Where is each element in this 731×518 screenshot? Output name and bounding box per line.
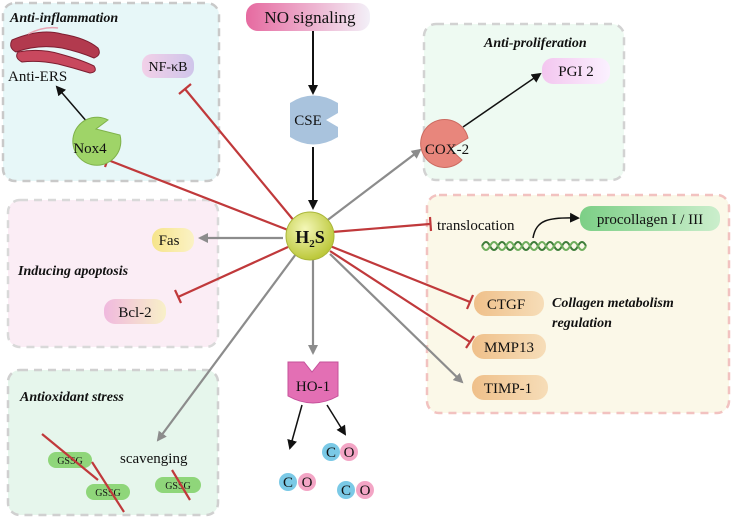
cox2-label: COX-2: [425, 142, 469, 158]
co-c-label: C: [283, 475, 293, 491]
co-o-label: O: [360, 483, 371, 499]
co-molecule-left: C O: [279, 473, 316, 491]
pgi2-label: PGI 2: [558, 64, 593, 80]
node-timp1: TIMP-1: [472, 375, 548, 400]
region-title-collagen-line2: regulation: [552, 316, 612, 331]
co-c-label: C: [326, 445, 336, 461]
procollagen-label: procollagen I / III: [597, 212, 703, 228]
arrow-nox4-to-anti-ers: [55, 85, 89, 124]
ho1-label: HO-1: [296, 379, 330, 395]
node-ho1: HO-1: [287, 361, 339, 404]
cse-label: CSE: [294, 113, 322, 129]
arrow-h2s-to-scavenging: [156, 253, 297, 442]
node-nfkb: NF-κB: [142, 54, 194, 78]
h2s-main: H: [295, 227, 309, 247]
region-title-collagen-line1: Collagen metabolism: [552, 296, 674, 311]
collagen-helix-icon: [481, 241, 587, 251]
node-mmp13: MMP13: [472, 334, 546, 359]
inhibit-h2s-mmp13: [329, 250, 471, 343]
arrow-collagen-to-procollagen: [532, 212, 580, 239]
node-no-signaling: NO signaling: [246, 3, 370, 31]
mmp13-label: MMP13: [484, 340, 534, 356]
region-title-anti-proliferation: Anti-proliferation: [483, 36, 587, 51]
node-h2s: H2S: [285, 211, 335, 261]
h2s-sub: 2: [309, 238, 315, 250]
node-cse: CSE: [290, 95, 338, 145]
gssg-label: GSSG: [95, 488, 121, 499]
arrow-h2s-to-timp1: [329, 253, 464, 384]
anti-ers-label: Anti-ERS: [8, 69, 67, 85]
scavenging-label: scavenging: [120, 451, 188, 467]
co-c-label: C: [341, 483, 351, 499]
activation-arrows: [156, 148, 464, 442]
ctgf-label: CTGF: [487, 297, 525, 313]
inhibit-h2s-ctgf: [329, 244, 471, 304]
inhibit-h2s-bcl2: [177, 245, 289, 299]
h2s-label: H2S: [295, 227, 325, 250]
arrow-ho1-to-co-left: [287, 404, 303, 450]
no-signaling-label: NO signaling: [264, 8, 356, 27]
node-ctgf: CTGF: [474, 291, 544, 316]
node-nox4: Nox4: [72, 116, 122, 166]
gssg-3: GSSG: [155, 469, 201, 501]
gssg-label: GSSG: [165, 481, 191, 492]
arrow-cox2-to-pgi2: [462, 72, 542, 128]
gssg-1: GSSG: [41, 433, 99, 481]
node-procollagen: procollagen I / III: [580, 206, 720, 231]
node-bcl2: Bcl-2: [104, 299, 166, 324]
h2s-tail: S: [315, 227, 325, 247]
co-molecule-top: C O: [322, 443, 358, 461]
arrow-ho1-to-co-right: [326, 404, 347, 436]
inhibit-h2s-nox4: [107, 158, 289, 232]
region-title-inducing-apoptosis: Inducing apoptosis: [17, 264, 129, 279]
node-pgi2: PGI 2: [542, 58, 610, 84]
arrow-h2s-to-cox2: [324, 148, 422, 223]
er-icon: [10, 26, 100, 74]
fas-label: Fas: [159, 233, 180, 249]
co-molecule-right: C O: [337, 481, 374, 499]
gssg-2: GSSG: [86, 461, 130, 513]
region-inducing-apoptosis: Inducing apoptosis: [6, 198, 220, 349]
translocation-label: translocation: [437, 218, 515, 234]
node-fas: Fas: [152, 228, 194, 252]
node-cox2: COX-2: [420, 118, 469, 168]
region-title-anti-inflammation: Anti-inflammation: [9, 11, 118, 26]
region-title-antioxidant-stress: Antioxidant stress: [19, 390, 124, 405]
inhibit-h2s-nfkb: [184, 88, 296, 223]
gssg-label: GSSG: [57, 456, 83, 467]
nfkb-label: NF-κB: [149, 60, 188, 75]
co-o-label: O: [302, 475, 313, 491]
black-arrows: [55, 30, 580, 450]
bcl2-label: Bcl-2: [118, 305, 151, 321]
timp1-label: TIMP-1: [484, 381, 532, 397]
co-o-label: O: [344, 445, 355, 461]
nox4-label: Nox4: [73, 141, 107, 157]
inhibit-h2s-translocation: [331, 222, 431, 234]
